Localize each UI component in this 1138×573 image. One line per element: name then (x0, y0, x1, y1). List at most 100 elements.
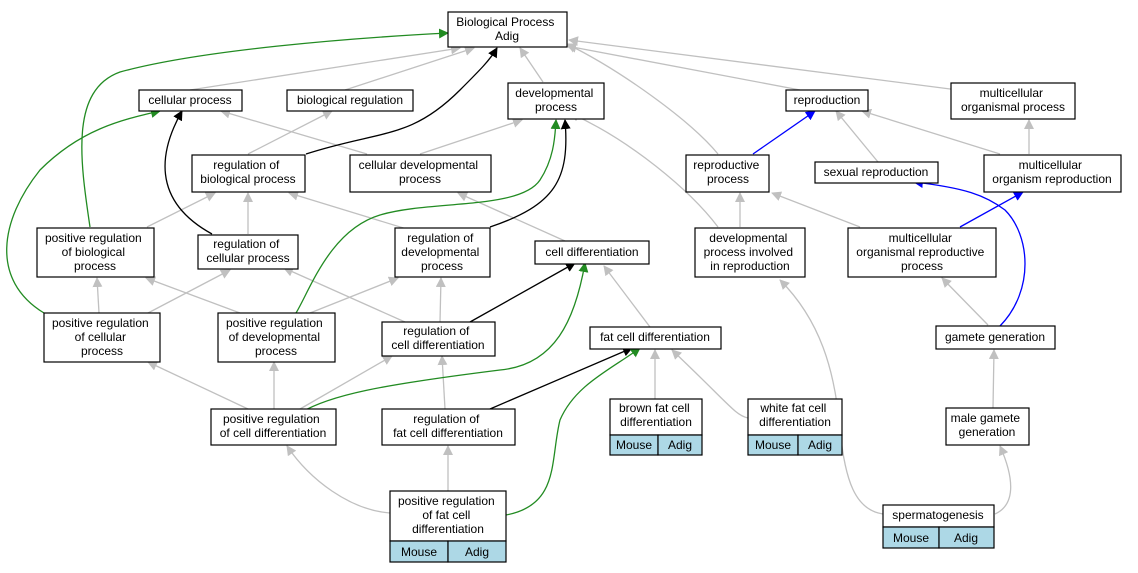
edge-is-a (566, 43, 719, 155)
gene-tag (797, 434, 843, 456)
edge-is-a (147, 361, 249, 410)
node-regulation-of-cell-differentiation[interactable]: regulation of cell differentiation (381, 321, 496, 357)
node-positive-regulation-of-cellular-process[interactable]: positive regulation of cellular process (43, 312, 161, 363)
edge-regulates (489, 346, 633, 410)
edge-is-a (994, 445, 1012, 515)
node-label: regulation of fat cell differentiation (393, 412, 503, 440)
edge-is-a (771, 191, 861, 228)
gene-tag (938, 526, 995, 549)
node-sexual-reproduction[interactable]: sexual reproduction (814, 161, 939, 184)
node-label: developmental process involved in reprod… (704, 231, 797, 273)
node-label-line: process (421, 259, 463, 273)
node-label-line: Biological Process (456, 15, 554, 29)
edge-is-a (671, 349, 749, 419)
node-cellular-process[interactable]: cellular process (138, 89, 243, 112)
node-label-line: process involved (704, 245, 793, 259)
node-label-line: generation (959, 425, 1016, 439)
node-label-line: brown fat cell (619, 401, 690, 415)
node-developmental-process[interactable]: developmental process (507, 82, 605, 120)
node-label-line: spermatogenesis (892, 508, 983, 522)
node-label-line: positive regulation (398, 494, 495, 508)
node-label: fat cell differentiation (600, 330, 710, 344)
node-biological-regulation[interactable]: biological regulation (286, 89, 414, 112)
node-label-line: positive regulation (226, 316, 323, 330)
node-multicellular-organismal-process[interactable]: multicellular organismal process (950, 82, 1076, 120)
node-label-line: white fat cell (759, 401, 826, 415)
node-label-line: regulation of (407, 231, 474, 245)
node-label-line: process (74, 259, 116, 273)
node-label: positive regulation of cell differentiat… (220, 412, 327, 440)
node-label-line: of developmental (229, 330, 320, 344)
node-reproductive-process[interactable]: reproductive process (685, 154, 770, 193)
node-label: multicellular organismal process (961, 86, 1065, 114)
node-label-line: reproduction (794, 93, 861, 107)
node-cellular-developmental-process[interactable]: cellular developmental process (349, 154, 492, 193)
node-label: brown fat cell differentiation (619, 401, 693, 429)
edge-part-of (752, 110, 816, 155)
edge-is-a (779, 279, 884, 515)
node-label-line: of biological (62, 245, 125, 259)
species-tag-label: Mouse (616, 438, 652, 452)
node-label-line: of fat cell (422, 508, 470, 522)
edge-is-a (568, 36, 959, 91)
node-label: sexual reproduction (824, 165, 929, 179)
node-label-line: positive regulation (45, 231, 142, 245)
edge-is-a (145, 276, 241, 314)
edge-is-a (419, 118, 523, 155)
node-biological-process[interactable]: Biological Process Adig (447, 11, 568, 48)
gene-tag-label: Adig (808, 438, 832, 452)
node-label: white fat cell differentiation (759, 401, 831, 429)
edge-is-a (299, 355, 393, 410)
node-multicellular-organismal-reproductive-process[interactable]: multicellular organismal reproductive pr… (847, 227, 997, 278)
node-positive-regulation-of-developmental-process[interactable]: positive regulation of developmental pro… (217, 312, 336, 363)
node-label-line: process (901, 259, 943, 273)
node-label-line: fat cell differentiation (393, 426, 503, 440)
node-positive-regulation-of-cell-differentiation[interactable]: positive regulation of cell differentiat… (210, 408, 337, 446)
edge-is-a (220, 108, 368, 155)
node-label-line: of cell differentiation (220, 426, 327, 440)
node-label-line: Adig (495, 29, 519, 43)
node-label: reproductive process (693, 158, 762, 186)
node-label: regulation of biological process (200, 158, 295, 186)
node-reproduction[interactable]: reproduction (785, 89, 869, 112)
edge-is-a (288, 190, 411, 231)
node-label: developmental process (515, 86, 596, 114)
node-regulation-of-cellular-process[interactable]: regulation of cellular process (197, 234, 299, 270)
edge-part-of (959, 191, 1024, 228)
node-regulation-of-biological-process[interactable]: regulation of biological process (191, 154, 306, 193)
node-regulation-of-developmental-process[interactable]: regulation of developmental process (394, 227, 491, 278)
gene-tag (657, 434, 703, 456)
edge-is-a (519, 47, 544, 83)
species-tag-label: Mouse (893, 531, 929, 545)
node-brown-fat-cell-differentiation[interactable]: brown fat cell differentiation Mouse Adi… (609, 398, 703, 456)
node-cell-differentiation[interactable]: cell differentiation (534, 240, 650, 265)
node-spermatogenesis[interactable]: spermatogenesis Mouse Adig (882, 504, 995, 549)
node-developmental-process-involved-in-reproduction[interactable]: developmental process involved in reprod… (694, 227, 806, 278)
node-label-line: fat cell differentiation (600, 330, 710, 344)
node-label: regulation of developmental process (401, 231, 482, 273)
node-label: positive regulation of cellular process (52, 316, 152, 358)
node-label: cell differentiation (545, 245, 638, 259)
node-white-fat-cell-differentiation[interactable]: white fat cell differentiation Mouse Adi… (747, 398, 843, 456)
gene-tag-label: Adig (954, 531, 978, 545)
node-fat-cell-differentiation[interactable]: fat cell differentiation (589, 326, 722, 350)
node-label: biological regulation (297, 93, 403, 107)
edge-positively-regulates (295, 119, 561, 314)
node-positive-regulation-of-fat-cell-differentiation[interactable]: positive regulation of fat cell differen… (389, 490, 507, 563)
node-label-line: multicellular (889, 231, 952, 245)
node-label-line: gamete generation (945, 330, 1045, 344)
edge-is-a (603, 265, 651, 328)
node-label-line: organismal reproductive (856, 245, 984, 259)
node-gamete-generation[interactable]: gamete generation (935, 325, 1056, 350)
node-regulation-of-fat-cell-differentiation[interactable]: regulation of fat cell differentiation (381, 408, 516, 446)
edge-is-a (457, 192, 566, 242)
node-label: cellular process (148, 93, 231, 107)
node-label-line: process (255, 344, 297, 358)
node-label-line: positive regulation (223, 412, 320, 426)
edge-is-a (988, 349, 999, 409)
node-label: multicellular organism reproduction (992, 158, 1111, 186)
node-positive-regulation-of-biological-process[interactable]: positive regulation of biological proces… (36, 227, 155, 278)
node-male-gamete-generation[interactable]: male gamete generation (945, 407, 1030, 446)
node-multicellular-organism-reproduction[interactable]: multicellular organism reproduction (983, 154, 1122, 193)
node-label: regulation of cell differentiation (391, 324, 484, 352)
